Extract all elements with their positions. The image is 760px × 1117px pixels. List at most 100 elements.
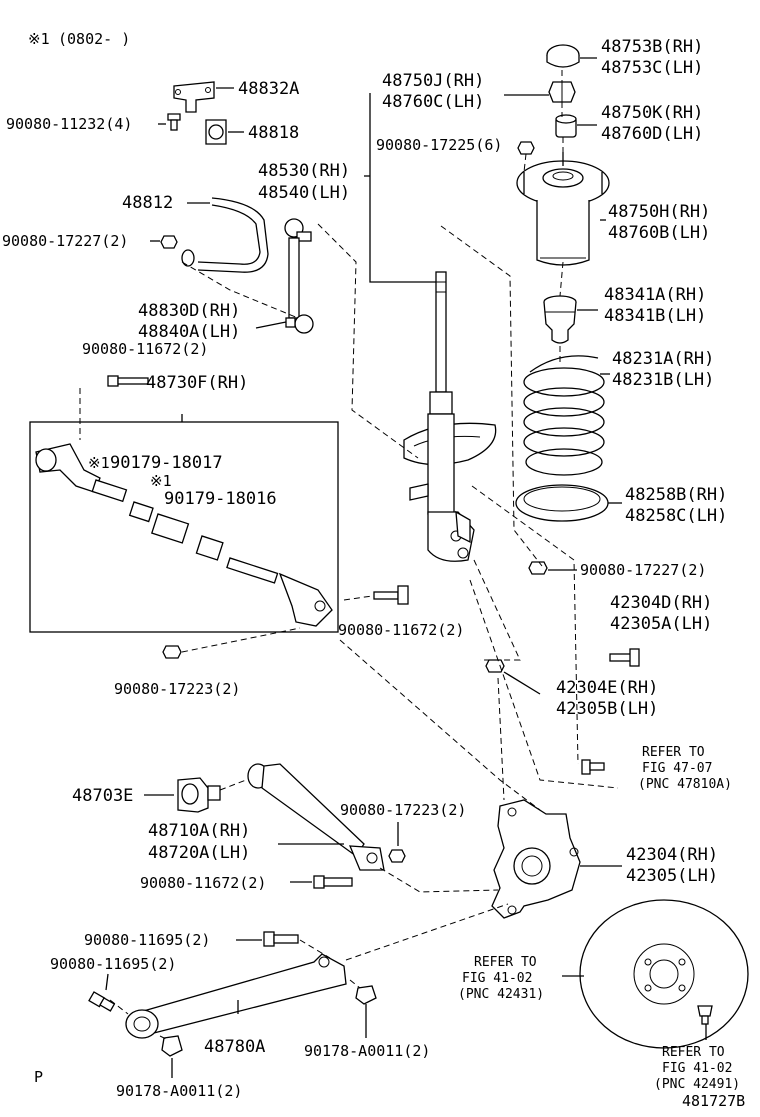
label-48818: 48818	[248, 123, 299, 143]
adjustable-arm-box	[29, 421, 339, 633]
label-48720a: 48720A(LH)	[148, 843, 250, 863]
spring-nut-part[interactable]	[528, 561, 548, 575]
label-48760d: 48760D(LH)	[601, 124, 703, 144]
label-48540: 48540(LH)	[258, 183, 350, 203]
arm-bolt-part[interactable]	[373, 585, 409, 605]
label-90080-11695-b: 90080-11695(2)	[50, 955, 176, 973]
label-90080-17225: 90080-17225(6)	[376, 136, 502, 154]
label-90179-18016-mark: ※1	[150, 472, 172, 490]
label-48341a: 48341A(RH)	[604, 285, 706, 305]
refer-41a-line1: REFER TO	[474, 955, 537, 970]
corner-letter: P	[34, 1068, 43, 1086]
stabilizer-bracket-part[interactable]	[173, 81, 215, 113]
lower-arm-bushing-part[interactable]	[177, 777, 221, 813]
rear-arm-nut-right-part[interactable]	[355, 985, 377, 1005]
label-90080-11672-box: 90080-11672(2)	[338, 621, 464, 639]
label-42305a: 42305A(LH)	[610, 614, 712, 634]
label-48231a: 48231A(RH)	[612, 349, 714, 369]
rear-arm-bolt-lower-part[interactable]	[88, 991, 116, 1012]
upper-arm-bolt-part[interactable]	[107, 375, 149, 387]
label-48231b: 48231B(LH)	[612, 370, 714, 390]
label-48341b: 48341B(LH)	[604, 306, 706, 326]
disc-screw-part[interactable]	[697, 1005, 713, 1025]
note-mark: ※1	[28, 30, 50, 48]
label-90179-18017: 90179-18017	[110, 453, 223, 473]
arm-nut-part[interactable]	[162, 645, 182, 659]
label-42304: 42304(RH)	[626, 845, 718, 865]
spring-insulator-part[interactable]	[515, 484, 609, 522]
label-48258b: 48258B(RH)	[625, 485, 727, 505]
label-42304d: 42304D(RH)	[610, 593, 712, 613]
label-48750h: 48750H(RH)	[608, 202, 710, 222]
strut-nut-part[interactable]	[548, 81, 576, 103]
label-48753c: 48753C(LH)	[601, 58, 703, 78]
label-90178-right: 90178-A0011(2)	[304, 1042, 430, 1060]
note-text: (0802- )	[58, 30, 130, 48]
rear-arm-nut-left-part[interactable]	[161, 1035, 183, 1057]
refer-47-line1: REFER TO	[642, 745, 705, 760]
label-90080-11672-upper: 90080-11672(2)	[82, 340, 208, 358]
label-42304e: 42304E(RH)	[556, 678, 658, 698]
stabilizer-bar-part[interactable]	[181, 197, 269, 273]
stabilizer-nut-part[interactable]	[160, 235, 178, 249]
strut-mount-part[interactable]	[516, 152, 610, 266]
lower-arm-bolt-part[interactable]	[313, 875, 353, 889]
stabilizer-link-part[interactable]	[284, 218, 314, 334]
label-90080-17223-right: 90080-17223(2)	[340, 801, 466, 819]
label-48750j: 48750J(RH)	[382, 71, 484, 91]
label-48750k: 48750K(RH)	[601, 103, 703, 123]
label-90080-17227-left: 90080-17227(2)	[2, 232, 128, 250]
refer-47-line3: (PNC 47810A)	[638, 777, 732, 792]
label-90179-18017-mark: ※1	[88, 454, 110, 472]
rear-arm-bolt-upper-part[interactable]	[263, 931, 299, 947]
knuckle-nut-part[interactable]	[485, 659, 505, 673]
refer-41b-line3: (PNC 42491)	[654, 1077, 740, 1092]
label-42305: 42305(LH)	[626, 866, 718, 886]
label-90080-11232: 90080-11232(4)	[6, 115, 132, 133]
coil-spring-part[interactable]	[523, 355, 605, 476]
refer-41a-line2: FIG 41-02	[462, 971, 532, 986]
bump-stopper-part[interactable]	[543, 295, 577, 344]
label-48703e: 48703E	[72, 786, 133, 806]
knuckle-bolt-part[interactable]	[609, 648, 640, 667]
shock-absorber-part[interactable]	[403, 271, 497, 562]
adjustable-arm-part[interactable]	[35, 443, 333, 627]
rear-lateral-arm-part[interactable]	[125, 953, 347, 1039]
label-90080-17227-right: 90080-17227(2)	[580, 561, 706, 579]
label-48730f: 48730F(RH)	[146, 373, 248, 393]
assembly-guide-lines	[79, 70, 619, 1041]
label-48760b: 48760B(LH)	[608, 223, 710, 243]
label-48780a: 48780A	[204, 1037, 265, 1057]
label-48830d: 48830D(RH)	[138, 301, 240, 321]
label-90080-11672-lower: 90080-11672(2)	[140, 874, 266, 892]
refer-41b-line1: REFER TO	[662, 1045, 725, 1060]
refer-41a-line3: (PNC 42431)	[458, 987, 544, 1002]
lower-arm-part[interactable]	[247, 763, 385, 871]
label-48832a: 48832A	[238, 79, 299, 99]
label-48753b: 48753B(RH)	[601, 37, 703, 57]
label-90179-18016: 90179-18016	[164, 489, 277, 509]
label-90080-17223-left: 90080-17223(2)	[114, 680, 240, 698]
label-48812: 48812	[122, 193, 173, 213]
label-48258c: 48258C(LH)	[625, 506, 727, 526]
figure-id: 481727B	[682, 1092, 745, 1110]
label-48760c: 48760C(LH)	[382, 92, 484, 112]
rear-knuckle-part[interactable]	[491, 799, 581, 919]
refer-47-line2: FIG 47-07	[642, 761, 712, 776]
upper-cap-part[interactable]	[546, 44, 580, 68]
label-42305b: 42305B(LH)	[556, 699, 658, 719]
label-48530: 48530(RH)	[258, 161, 350, 181]
mount-nut-part[interactable]	[517, 141, 535, 155]
stabilizer-bushing-part[interactable]	[205, 119, 227, 145]
label-90080-11695-a: 90080-11695(2)	[84, 931, 210, 949]
brake-disc-part[interactable]	[579, 899, 749, 1049]
bracket-bolt-part[interactable]	[167, 113, 181, 131]
upper-bushing-part[interactable]	[555, 114, 577, 138]
label-90178-left: 90178-A0011(2)	[116, 1082, 242, 1100]
label-48840a: 48840A(LH)	[138, 322, 240, 342]
label-48710a: 48710A(RH)	[148, 821, 250, 841]
refer-bolt-47-part[interactable]	[581, 759, 605, 775]
lower-arm-nut-part[interactable]	[388, 849, 406, 863]
